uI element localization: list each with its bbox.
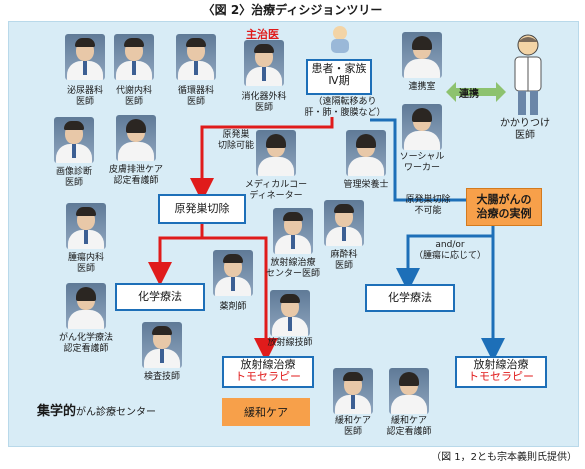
person-photo [389, 368, 429, 414]
cooperation-arrow [446, 82, 506, 102]
person-photo [324, 200, 364, 246]
stage-label: Ⅳ期 [328, 74, 350, 88]
tomotherapy-right-label: トモセラピー [468, 370, 534, 384]
cancer-center-sub: がん診療センター [76, 407, 157, 418]
person-metabolic: 代謝内科 医師 [86, 34, 182, 130]
unresectable-label: 原発巣切除 不可能 [405, 195, 451, 216]
person-photo [116, 115, 156, 161]
person-medical-coordinator: メディカルコー ディネーター [228, 130, 324, 226]
person-photo [270, 290, 310, 336]
palliative-care-box: 緩和ケア [222, 398, 310, 426]
person-label: 放射線技師 [267, 338, 313, 348]
person-social-worker: ソーシャル ワーカー [374, 104, 470, 200]
figure-title: 〈図 2〉治療ディシジョンツリー [202, 3, 383, 17]
person-photo [333, 368, 373, 414]
family-doctor-label: かかりつけ 医師 [499, 118, 551, 141]
person-label: 連携室 [408, 82, 436, 92]
red-path-to-chemo-left [148, 224, 204, 286]
person-label: 泌尿器科 医師 [66, 86, 103, 107]
chemo-right-label: 化学療法 [388, 291, 432, 304]
primary-resection-label: 原発巣切除 [174, 202, 230, 215]
person-label: 皮膚排泄ケア 認定看護師 [108, 165, 163, 186]
person-nutritionist: 管理栄養士 [318, 130, 414, 226]
radiation-right-label: 放射線治療 [473, 358, 529, 371]
palliative-care-label: 緩和ケア [244, 406, 288, 419]
person-photo [213, 250, 253, 296]
person-gi-surgery: 消化器外科 医師 [216, 40, 312, 136]
red-path-to-radiation-left [202, 236, 278, 362]
person-palliative-nurse: 緩和ケア 認定看護師 [361, 368, 457, 464]
cooperation-label: 連携 [459, 89, 479, 100]
person-cardio: 循環器科 医師 [148, 34, 244, 130]
person-photo [402, 32, 442, 78]
person-label: 緩和ケア 医師 [334, 416, 371, 437]
person-photo [402, 104, 442, 150]
person-label: 循環器科 医師 [177, 86, 214, 107]
person-label: 麻酔科 医師 [330, 250, 358, 271]
chemo-right-box: 化学療法 [365, 284, 455, 312]
family-doctor-illustration [514, 34, 542, 115]
and-or-label: and/or （腫瘍に応じて） [413, 240, 486, 261]
red-path-to-resection [190, 117, 334, 202]
metastasis-note: （遠隔転移あり 肝・肺・腹膜など） [304, 97, 386, 118]
person-chemo-nurse: がん化学療法 認定看護師 [38, 283, 134, 379]
person-photo [114, 34, 154, 80]
person-photo [244, 40, 284, 86]
patient-box: 患者・家族 Ⅳ期 [306, 59, 372, 95]
person-label: 薬剤師 [219, 302, 247, 312]
person-label: メディカルコー ディネーター [244, 180, 308, 201]
person-label: 画像診断 医師 [55, 167, 92, 188]
person-label: 腫瘍内科 医師 [67, 253, 104, 274]
cancer-center-main: 集学的 [37, 404, 77, 419]
person-label: 消化器外科 医師 [241, 92, 287, 113]
person-oncology: 腫瘍内科 医師 [38, 203, 134, 299]
person-liaison: 連携室 [374, 32, 470, 128]
person-radiation-tech: 放射線技師 [242, 290, 338, 386]
person-label: 管理栄養士 [343, 180, 389, 190]
person-anesthesia: 麻酔科 医師 [296, 200, 392, 296]
cancer-center-label: 集学的がん診療センター [37, 400, 156, 419]
chemo-left-box: 化学療法 [115, 283, 205, 311]
figure-caption: （図 1，2とも宗本義則氏提供） [431, 452, 577, 463]
person-photo [54, 117, 94, 163]
patient-icon [331, 26, 349, 53]
radiation-left-label: 放射線治療 [240, 358, 296, 371]
person-label: 緩和ケア 認定看護師 [386, 416, 432, 437]
chemo-left-label: 化学療法 [138, 290, 182, 303]
person-imaging: 画像診断 医師 [26, 117, 122, 213]
primary-resection-box: 原発巣切除 [158, 194, 246, 224]
case-example-label: 大腸がんの 治療の実例 [476, 193, 532, 220]
radiation-right-box: 放射線治療 トモセラピー [455, 356, 547, 388]
person-label: 放射線治療 センター医師 [265, 258, 320, 279]
case-example-box: 大腸がんの 治療の実例 [466, 188, 542, 226]
person-photo [256, 130, 296, 176]
person-photo [142, 322, 182, 368]
tomotherapy-left-label: トモセラピー [235, 370, 301, 384]
person-photo [176, 34, 216, 80]
person-photo [273, 208, 313, 254]
person-label: がん化学療法 認定看護師 [58, 333, 113, 354]
person-label: ソーシャル ワーカー [399, 152, 445, 173]
person-label: 検査技師 [143, 372, 180, 382]
person-radiation-doctor: 放射線治療 センター医師 [245, 208, 341, 304]
person-photo [66, 283, 106, 329]
person-wound-ostomy: 皮膚排泄ケア 認定看護師 [88, 115, 184, 211]
person-label: 代謝内科 医師 [115, 86, 152, 107]
radiation-left-box: 放射線治療 トモセラピー [222, 356, 314, 388]
patient-label: 患者・家族 [311, 62, 367, 75]
person-pharmacist: 薬剤師 [185, 250, 281, 346]
person-photo [66, 203, 106, 249]
chief-physician-label: 主治医 [246, 28, 279, 41]
person-urology: 泌尿器科 医師 [37, 34, 133, 130]
person-lab-tech: 検査技師 [114, 322, 210, 418]
person-photo [65, 34, 105, 80]
person-photo [346, 130, 386, 176]
resectable-label: 原発巣 切除可能 [217, 130, 254, 151]
person-palliative-doctor: 緩和ケア 医師 [305, 368, 401, 464]
